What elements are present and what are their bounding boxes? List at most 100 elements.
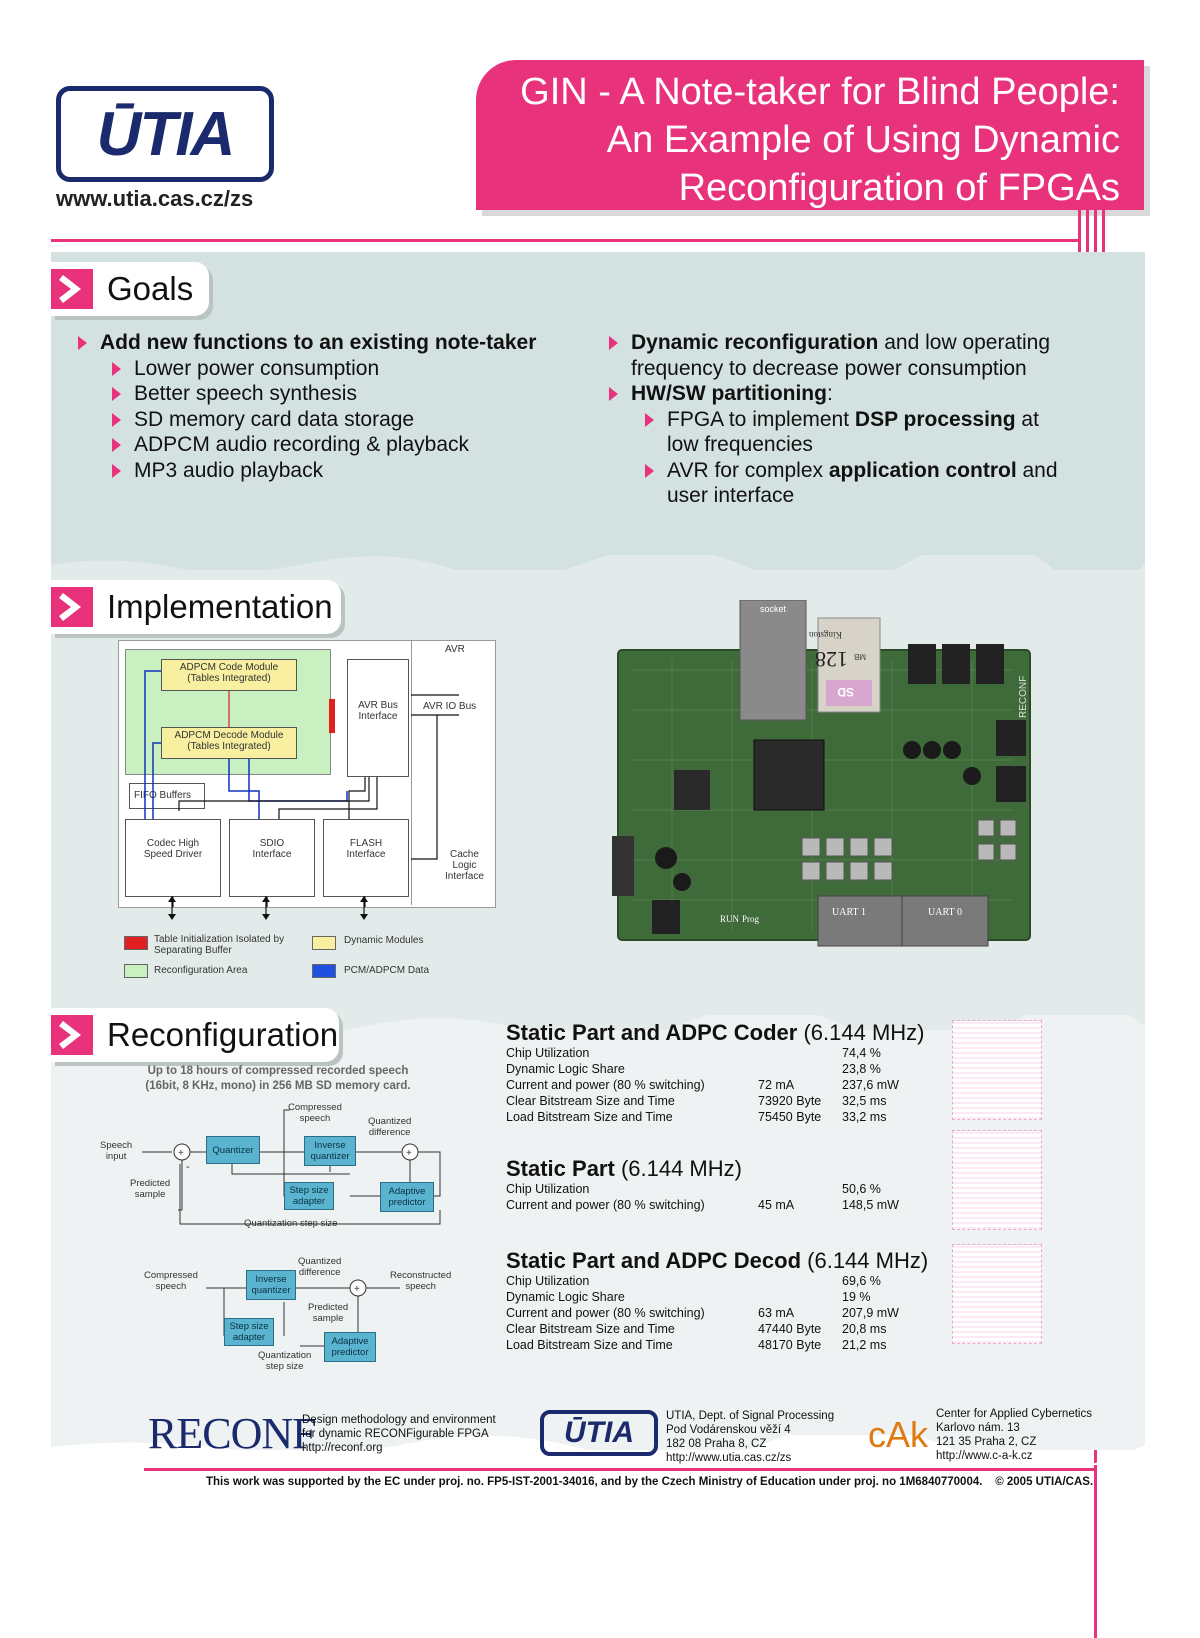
block-label: Step size — [289, 1185, 329, 1196]
legend-yellow-label: Dynamic Modules — [344, 935, 424, 946]
block-label: Inverse — [314, 1140, 346, 1151]
avr-label: AVR — [445, 644, 465, 655]
block-label: quantizer — [310, 1151, 350, 1162]
separating-buffer — [329, 699, 335, 733]
stats-value: 23,8 % — [842, 1062, 881, 1076]
legend-green-label: Reconfiguration Area — [154, 965, 248, 976]
diagram-label: Predicted — [130, 1178, 171, 1189]
title-line-3: Reconfiguration of FPGAs — [678, 167, 1120, 209]
block-label: Adaptive — [388, 1186, 426, 1197]
utia-footer-logo: ŪTIA — [540, 1410, 658, 1456]
block-label: predictor — [388, 1197, 426, 1208]
decoder-plus: + — [354, 1284, 360, 1295]
stats-title: Static Part and ADPC Decod (6.144 MHz) — [506, 1248, 936, 1274]
block-label: quantizer — [251, 1285, 291, 1296]
module-label: Interface — [445, 871, 484, 882]
diagram-label: Quantization — [258, 1350, 312, 1361]
fpga-block-diagram: AVR ADPCM Code Module (Tables Integrated… — [118, 640, 496, 908]
list-item-text: frequency to decrease power consumption — [631, 356, 1027, 380]
frame-line-footer — [144, 1468, 1097, 1471]
card-size-label: 128 — [815, 647, 848, 672]
module-label: ADPCM Code Module — [179, 662, 279, 673]
cak-info: Center for Applied Cybernetics Karlovo n… — [936, 1407, 1092, 1463]
stats-value: 33,2 ms — [842, 1110, 887, 1124]
module-label: Interface — [346, 849, 386, 860]
quantizer-block: Quantizer — [206, 1136, 260, 1164]
module-label: ADPCM Decode Module — [174, 730, 284, 741]
reconf-caption: Up to 18 hours of compressed recorded sp… — [118, 1064, 438, 1094]
title-line-2: An Example of Using Dynamic — [606, 119, 1120, 161]
list-item-text: user interface — [667, 484, 795, 507]
module-label: Interface — [252, 849, 292, 860]
list-item-bold: application control — [828, 458, 1017, 482]
card-sd-logo: SD — [837, 685, 854, 699]
list-item-text: MP3 audio playback — [134, 458, 324, 482]
list-item: FPGA to implement DSP processing at — [645, 407, 1069, 433]
stats-value: 74,4 % — [842, 1046, 881, 1060]
utia-logo: ŪTIA — [56, 86, 274, 182]
block-label: Adaptive — [331, 1336, 369, 1347]
diagram-label: difference — [298, 1267, 341, 1278]
encoder-minus: - — [186, 1161, 190, 1173]
stats-title: Static Part (6.144 MHz) — [506, 1156, 936, 1182]
module-label: Codec High — [146, 838, 200, 849]
diagram-label: Compressed — [288, 1102, 342, 1113]
module-label: SDIO — [259, 838, 285, 849]
module-label: Interface — [358, 711, 398, 722]
adpcm-encoder-diagram: + + - Speech input Predicted sample Quan… — [100, 1100, 460, 1234]
footer-link[interactable]: http://reconf.org — [302, 1442, 383, 1454]
run-label: RUN — [720, 914, 740, 924]
footer-link[interactable]: http://www.utia.cas.cz/zs — [666, 1452, 792, 1464]
stats-title-rest: (6.144 MHz) — [801, 1248, 929, 1273]
module-label: FLASH — [349, 838, 383, 849]
module-label: Cache — [450, 849, 479, 860]
frame-line-top — [51, 239, 1081, 242]
footer-text: Center for Applied Cybernetics — [936, 1408, 1092, 1420]
list-item: MP3 audio playback — [112, 458, 578, 484]
footer-link[interactable]: http://www.c-a-k.cz — [936, 1450, 1033, 1462]
header-url[interactable]: www.utia.cas.cz/zs — [56, 186, 254, 211]
adpcm-decode-module: ADPCM Decode Module (Tables Integrated) — [161, 727, 297, 759]
list-item-text: SD memory card data storage — [134, 407, 415, 431]
stats-label: Dynamic Logic Share — [506, 1290, 625, 1304]
list-item-text: low frequencies — [667, 433, 813, 456]
utia-footer-logo-text: ŪTIA — [564, 1416, 634, 1449]
footer-text: for dynamic RECONFigurable FPGA — [302, 1428, 489, 1440]
footer-text: UTIA, Dept. of Signal Processing — [666, 1410, 835, 1422]
block-label: Step size — [229, 1321, 269, 1332]
diagram-label: difference — [368, 1127, 411, 1138]
utia-logo-text: ŪTIA — [96, 99, 236, 169]
list-item: SD memory card data storage — [112, 407, 578, 433]
utia-info: UTIA, Dept. of Signal Processing Pod Vod… — [666, 1409, 834, 1465]
stats-label: Chip Utilization — [506, 1046, 590, 1060]
board-socket-label: socket — [760, 604, 787, 614]
goals-right-list: Dynamic reconfiguration and low operatin… — [609, 330, 1069, 509]
list-item-text: AVR for complex — [667, 458, 829, 482]
chevron-right-icon — [51, 587, 93, 627]
stats-title-bold: Static Part and ADPC Coder — [506, 1020, 798, 1045]
legend-text: Table Initialization Isolated by — [154, 934, 285, 945]
legend-blue-label: PCM/ADPCM Data — [344, 965, 430, 976]
list-item-bold: DSP processing — [854, 407, 1016, 431]
list-item-text: Lower power consumption — [134, 356, 380, 380]
prog-label: Prog — [742, 914, 760, 924]
module-label: (Tables Integrated) — [187, 741, 271, 752]
legend-red-label: Table Initialization Isolated by Separat… — [154, 934, 284, 956]
diagram-label: step size — [265, 1361, 304, 1372]
encoder-plus-2: + — [406, 1148, 412, 1159]
decoder-compressed-label: Compressed speech — [144, 1270, 198, 1292]
floorplan-thumbnail-static — [952, 1130, 1042, 1230]
block-label: Inverse — [255, 1274, 287, 1285]
list-item: Dynamic reconfiguration and low operatin… — [609, 330, 1069, 356]
legend-green-swatch — [124, 964, 148, 978]
footer-text: Karlovo nám. 13 — [936, 1422, 1020, 1434]
block-label: adapter — [232, 1332, 266, 1343]
block-label: Quantizer — [212, 1144, 254, 1156]
goals-background — [51, 252, 1145, 570]
torn-edge-1 — [51, 555, 1145, 585]
